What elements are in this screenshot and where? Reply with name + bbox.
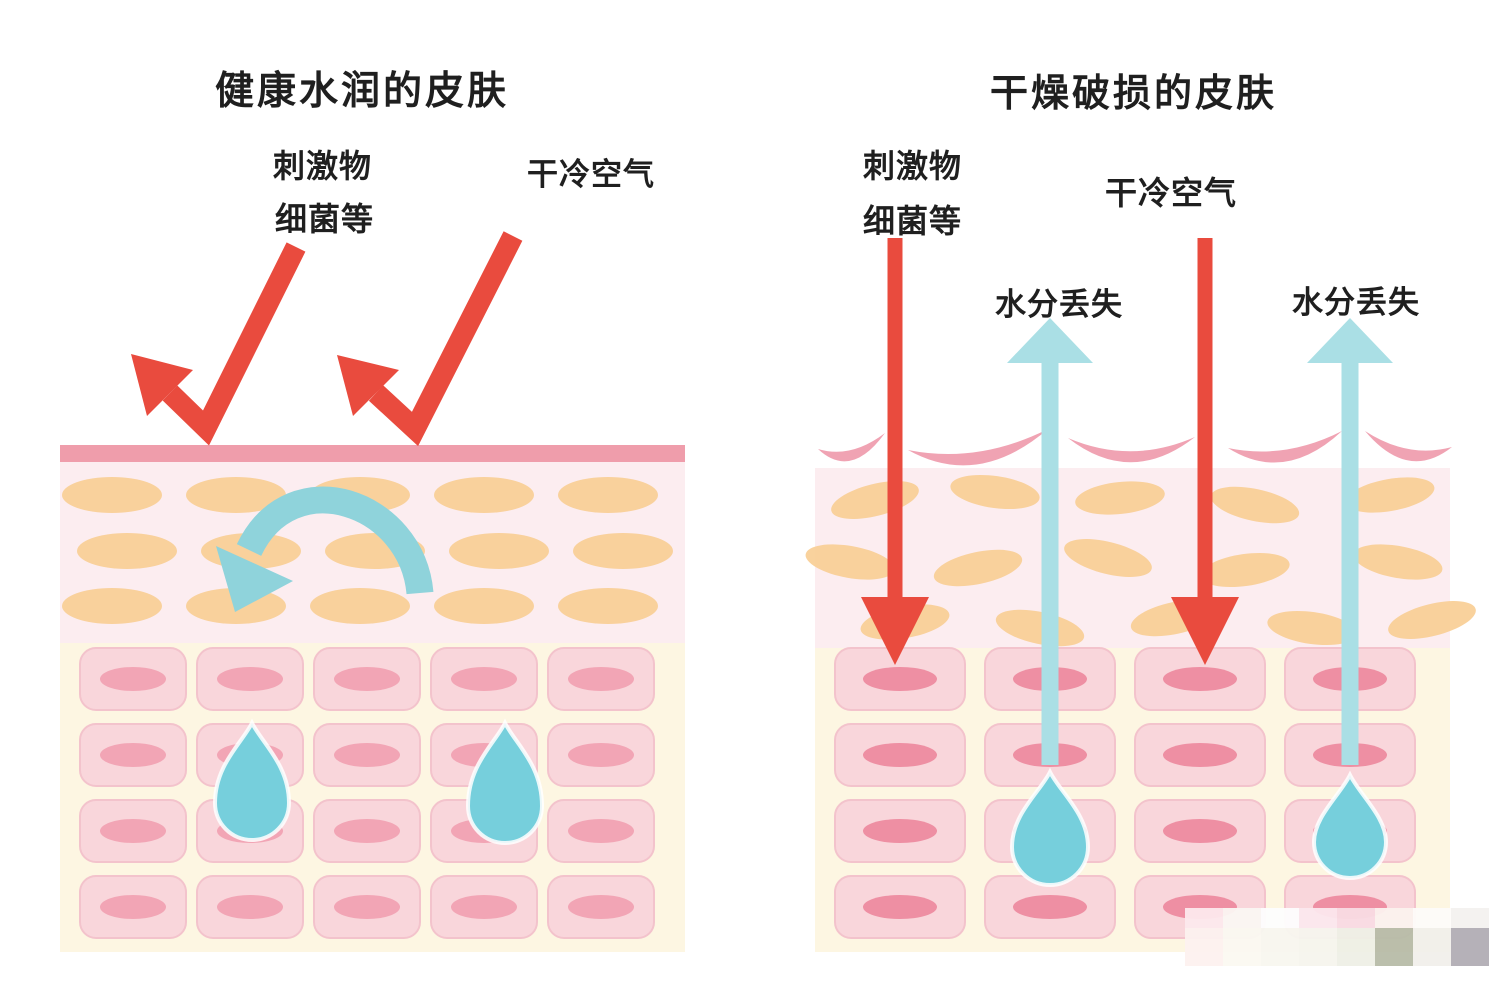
damaged-skin-block	[805, 238, 1476, 952]
healthy-lipid-ovals	[62, 477, 673, 624]
healthy-skin-surface	[60, 445, 685, 462]
right-label-water-loss-2: 水分丢失	[1292, 285, 1420, 320]
right-label-water-loss-1: 水分丢失	[995, 287, 1123, 322]
irritant-bounce-arrow	[131, 242, 306, 446]
right-label-irritants-line1: 刺激物	[863, 148, 963, 184]
left-label-irritants-line2: 细菌等	[275, 201, 375, 237]
healthy-skin-block	[60, 445, 685, 952]
cold-air-penetrating-arrow	[1171, 238, 1239, 665]
cold-air-bounce-arrow	[337, 231, 523, 447]
water-loss-arrow-2	[1307, 318, 1393, 765]
watermark-mosaic	[1185, 908, 1489, 966]
right-label-cold-air: 干冷空气	[1105, 175, 1238, 211]
left-title: 健康水润的皮肤	[215, 70, 510, 113]
left-label-cold-air: 干冷空气	[527, 157, 655, 192]
healthy-skin-cells	[79, 647, 655, 939]
healthy-water-droplets	[212, 718, 545, 845]
damaged-surface-flakes	[818, 429, 1452, 466]
left-label-irritants-line1: 刺激物	[273, 148, 373, 184]
irritant-penetrating-arrow	[861, 238, 929, 665]
moisture-circulation-arrow	[216, 486, 434, 612]
water-loss-arrow-1	[1007, 318, 1093, 765]
right-label-irritants-line2: 细菌等	[863, 203, 963, 239]
escaping-water-droplets	[1009, 767, 1389, 887]
right-title: 干燥破损的皮肤	[990, 73, 1278, 115]
